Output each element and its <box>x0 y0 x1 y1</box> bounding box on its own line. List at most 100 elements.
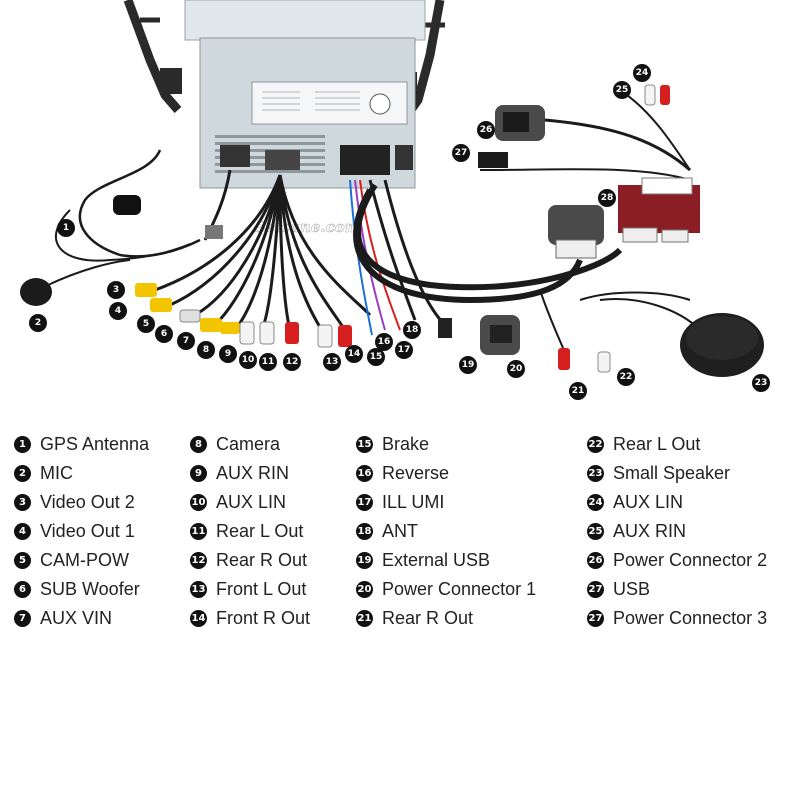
callout-12: 12 <box>283 353 301 371</box>
legend-number-badge: 22 <box>587 436 604 453</box>
legend-label: AUX LIN <box>613 492 684 512</box>
legend-label: Rear R Out <box>382 608 474 628</box>
legend-number-badge: 17 <box>356 494 373 511</box>
legend-label: Front R Out <box>216 608 311 628</box>
callout-21: 21 <box>569 382 587 400</box>
legend-number-badge: 2 <box>14 465 31 482</box>
callout-circle <box>452 144 470 162</box>
legend-label: External USB <box>382 550 491 570</box>
legend-label: Video Out 1 <box>40 521 135 541</box>
legend-number-badge: 10 <box>190 494 207 511</box>
callout-number: 23 <box>755 378 768 388</box>
legend-label: MIC <box>40 463 73 483</box>
callout-number: 9 <box>225 349 231 359</box>
callout-circle <box>569 382 587 400</box>
callout-circle <box>137 315 155 333</box>
callout-circle <box>109 302 127 320</box>
legend-number-badge: 26 <box>587 552 604 569</box>
legend-label: Rear R Out <box>216 550 308 570</box>
legend-number-badge: 6 <box>14 581 31 598</box>
callout-number: 14 <box>348 349 361 359</box>
legend-number-badge: 4 <box>14 523 31 540</box>
legend-label: Small Speaker <box>613 463 731 483</box>
callout-15: 15 <box>367 348 385 366</box>
callout-circle <box>219 345 237 363</box>
rear-rca-out <box>539 289 611 373</box>
legend-label: USB <box>613 579 651 599</box>
callout-number: 6 <box>161 329 167 339</box>
port-usb <box>395 145 413 170</box>
legend-label: Reverse <box>382 463 450 483</box>
power-connector-3 <box>548 205 604 259</box>
legend-label: AUX LIN <box>216 492 287 512</box>
callout-number: 19 <box>462 360 475 370</box>
usb-connector <box>478 152 508 168</box>
callout-circle <box>57 219 75 237</box>
callout-circle <box>259 353 277 371</box>
power-connector-1 <box>480 315 520 355</box>
mic <box>20 259 131 306</box>
callout-number: 20 <box>510 364 523 374</box>
legend-number-badge: 25 <box>587 523 604 540</box>
port-main-harness <box>340 145 390 175</box>
legend-number-badge: 24 <box>587 494 604 511</box>
legend-number-badge: 5 <box>14 552 31 569</box>
legend-item: 16 Reverse <box>356 459 536 488</box>
legend-number-badge: 18 <box>356 523 373 540</box>
callout-circle <box>752 374 770 392</box>
callout-number: 28 <box>601 193 614 203</box>
legend-label: Power Connector 2 <box>613 550 768 570</box>
legend-label: CAM-POW <box>40 550 129 570</box>
callout-number: 18 <box>406 325 419 335</box>
callout-11: 11 <box>259 353 277 371</box>
main-harness <box>353 183 623 304</box>
legend-number-badge: 16 <box>356 465 373 482</box>
callout-number: 15 <box>370 352 383 362</box>
callout-circle <box>367 348 385 366</box>
callout-6: 6 <box>155 325 173 343</box>
legend-label: Camera <box>216 434 281 454</box>
legend-number-badge: 11 <box>190 523 207 540</box>
callout-25: 25 <box>613 81 631 99</box>
callout-number: 25 <box>616 85 629 95</box>
legend-label: AUX RIN <box>613 521 687 541</box>
callout-circle <box>345 345 363 363</box>
callout-2: 2 <box>29 314 47 332</box>
callout-10: 10 <box>239 351 257 369</box>
power-connector-2 <box>495 105 545 141</box>
legend-label: Video Out 2 <box>40 492 135 512</box>
callout-circle <box>323 353 341 371</box>
callout-17: 17 <box>395 341 413 359</box>
legend-label: Front L Out <box>216 579 307 599</box>
legend-item: 25 AUX RIN <box>587 517 767 546</box>
callout-number: 12 <box>286 357 299 367</box>
callout-3: 3 <box>107 281 125 299</box>
callout-circle <box>507 360 525 378</box>
callout-28: 28 <box>598 189 616 207</box>
legend-number-badge: 1 <box>14 436 31 453</box>
callout-1: 1 <box>57 219 75 237</box>
legend-item: 5 CAM-POW <box>14 546 149 575</box>
callout-number: 11 <box>262 357 275 367</box>
legend-number-badge: 20 <box>356 581 373 598</box>
callout-circle <box>375 333 393 351</box>
callout-circle <box>239 351 257 369</box>
legend-label: SUB Woofer <box>40 579 140 599</box>
callout-8: 8 <box>197 341 215 359</box>
callout-19: 19 <box>459 356 477 374</box>
callout-18: 18 <box>403 321 421 339</box>
